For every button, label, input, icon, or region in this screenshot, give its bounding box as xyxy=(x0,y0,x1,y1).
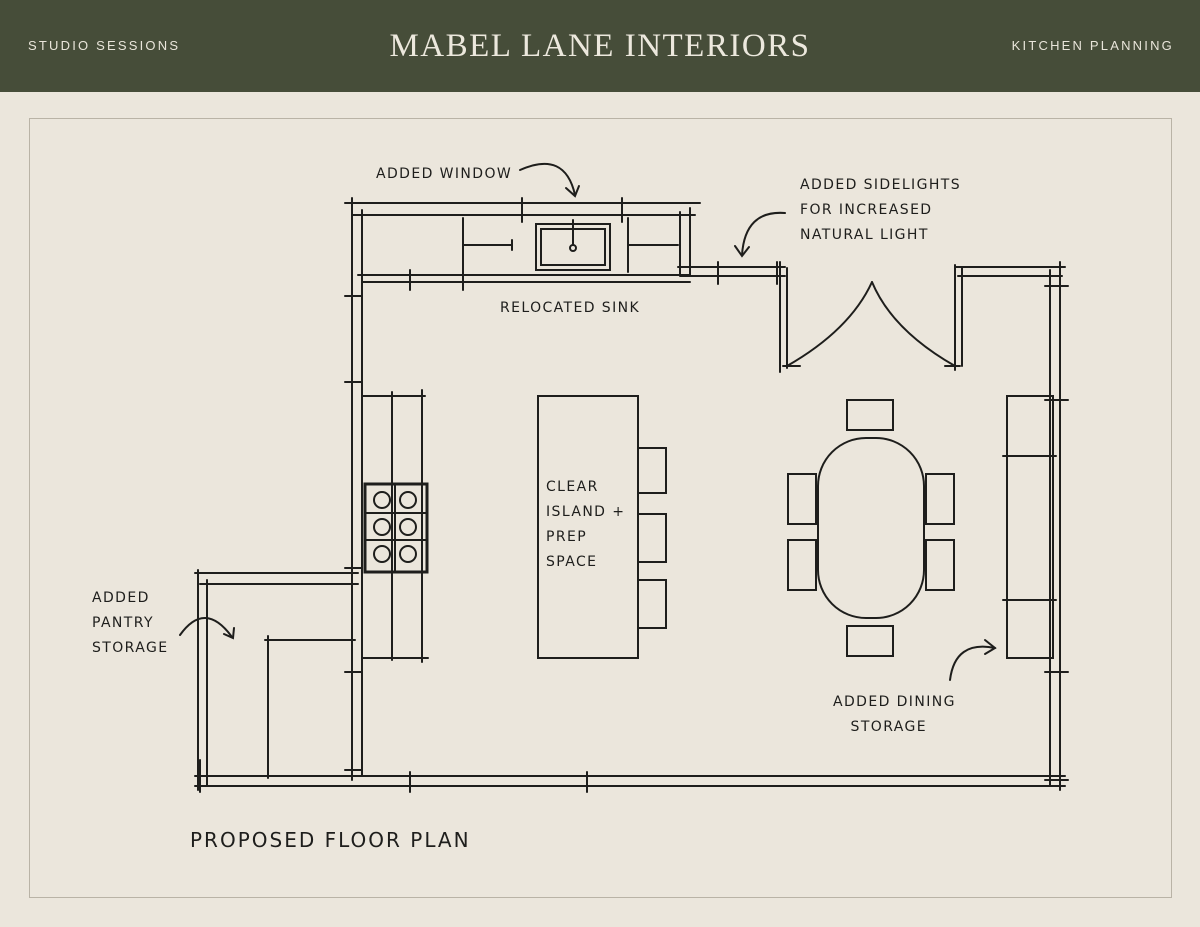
brand-title: MABEL LANE INTERIORS xyxy=(389,28,811,64)
kitchen-island xyxy=(537,395,667,659)
annotation-pantry: ADDED PANTRY STORAGE xyxy=(92,590,169,656)
header-right-label: KITCHEN PLANNING xyxy=(1011,38,1174,53)
door-swing xyxy=(786,281,956,367)
annotation-added-window: ADDED WINDOW xyxy=(376,166,513,182)
dining-table xyxy=(787,399,955,657)
header-left-label: STUDIO SESSIONS xyxy=(28,38,181,53)
plan-caption: PROPOSED FLOOR PLAN xyxy=(190,828,471,852)
annotation-arrows xyxy=(179,162,997,681)
dining-storage xyxy=(1002,395,1057,659)
sink-counter xyxy=(462,217,679,273)
drawing-frame xyxy=(29,118,1172,898)
wall-lines xyxy=(194,197,1066,791)
dimension-ticks xyxy=(199,202,1069,793)
header-bar: STUDIO SESSIONS MABEL LANE INTERIORS KIT… xyxy=(0,0,1200,92)
annotation-dining-storage: ADDED DINING STORAGE xyxy=(833,694,956,735)
annotation-island: CLEAR ISLAND + PREP SPACE xyxy=(546,479,626,570)
annotation-relocated-sink: RELOCATED SINK xyxy=(500,300,641,316)
range-cabinets xyxy=(361,389,429,663)
annotation-sidelights: ADDED SIDELIGHTS FOR INCREASED NATURAL L… xyxy=(800,177,961,243)
